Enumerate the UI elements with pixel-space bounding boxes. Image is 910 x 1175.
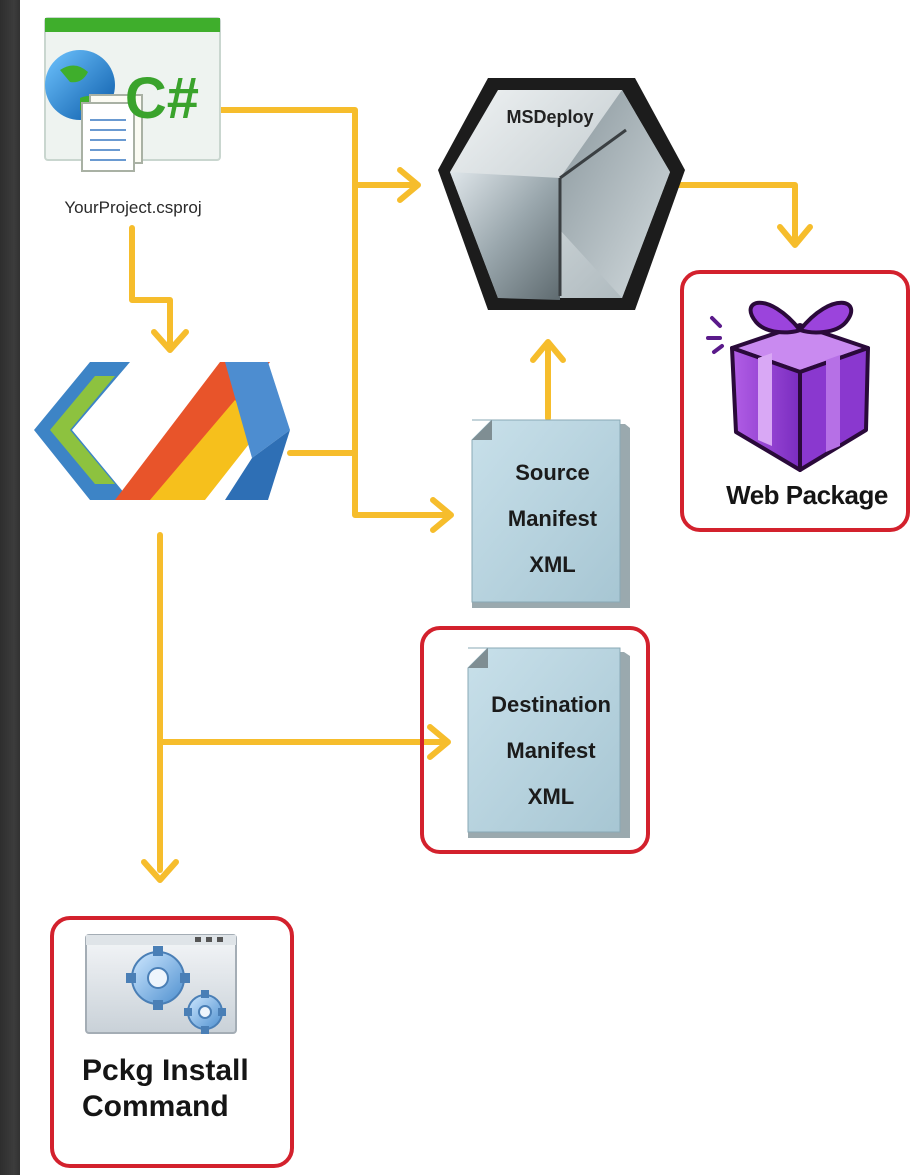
pckg-install-label: Pckg Install Command <box>70 1053 312 1125</box>
arrowheads <box>141 167 813 883</box>
web-package-label: Web Package <box>726 480 888 510</box>
source-manifest-document-icon <box>471 419 630 608</box>
arrowhead-destination <box>427 724 451 760</box>
connector-csproj-to-msbuild <box>129 225 173 348</box>
csharp-glyph: C# <box>125 66 199 131</box>
arrowhead-msbuild <box>151 329 189 353</box>
arrowhead-pckg <box>141 859 179 883</box>
source-manifest-line: Manifest <box>507 506 598 531</box>
destination-manifest-document-icon <box>467 647 630 838</box>
gift-box-icon <box>706 300 870 472</box>
cube-icon <box>438 78 685 310</box>
destination-manifest-label: Destination Manifest XML <box>470 682 632 820</box>
connectors <box>129 107 798 873</box>
source-manifest-label: Source Manifest XML <box>475 450 630 588</box>
source-manifest-line: Source <box>515 460 590 485</box>
arrowhead-source <box>430 497 454 533</box>
destination-manifest-line: Manifest <box>506 738 596 763</box>
arrowhead-source-up <box>530 339 566 363</box>
destination-manifest-line: XML <box>527 784 575 809</box>
pckg-install-line: Command <box>82 1090 229 1123</box>
webpackage-highlight-frame <box>680 270 910 532</box>
connector-csproj-to-source <box>352 182 451 518</box>
arrowhead-msdeploy <box>397 167 421 203</box>
pckg-highlight-frame <box>50 916 294 1168</box>
source-manifest-line: XML <box>529 552 576 577</box>
destination-highlight-frame <box>420 626 650 854</box>
gears-window-icon <box>85 934 237 1034</box>
visual-studio-logo-icon <box>34 362 290 500</box>
pckg-install-line: Pckg Install <box>82 1054 249 1087</box>
csproj-label: YourProject.csproj <box>64 198 202 217</box>
flow-diagram: C# <box>34 17 910 1168</box>
destination-manifest-line: Destination <box>491 692 611 717</box>
diagram-canvas: C# <box>20 0 910 1175</box>
msdeploy-label: MSDeploy <box>506 107 594 127</box>
csharp-project-icon: C# <box>44 17 221 172</box>
connector-csproj-to-msdeploy <box>217 107 418 188</box>
connector-msdeploy-to-webpackage <box>667 182 798 243</box>
arrowhead-webpackage <box>777 224 813 248</box>
